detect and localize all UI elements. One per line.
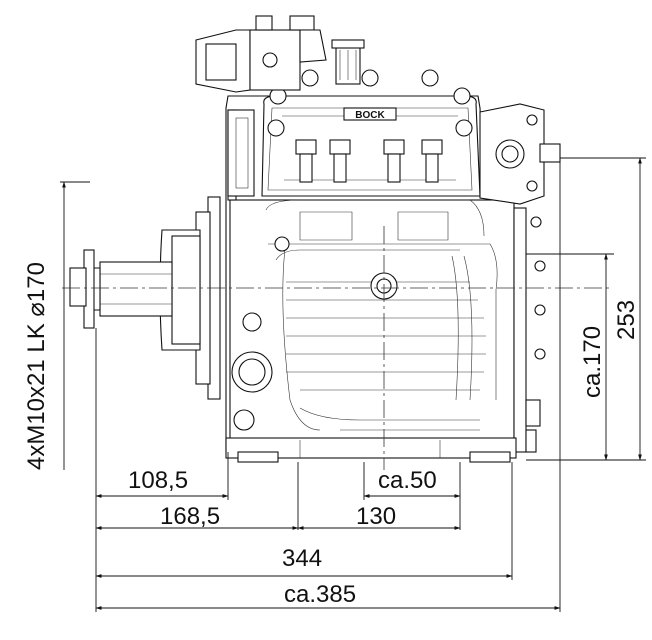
shaft-flange [69, 196, 221, 400]
suction-valve [195, 15, 327, 93]
dimension-labels: 108,5 ca.50 168,5 130 344 ca.385 4xM10x2… [23, 262, 640, 608]
dimension-lines [62, 157, 642, 610]
flange-spec-label: 4xM10x21 LK ⌀170 [23, 262, 50, 470]
dim-ca385-label: ca.385 [284, 581, 356, 608]
terminal-box [227, 109, 255, 197]
head-bolts-lower [295, 139, 443, 183]
head-bolts-top [269, 69, 471, 105]
dim-344-label: 344 [282, 545, 322, 572]
dim-130-label: 130 [356, 503, 396, 530]
dim-ca170-label: ca.170 [579, 326, 606, 398]
center-lines [62, 226, 612, 470]
brand-label: BOCK [355, 110, 385, 121]
extension-lines [60, 157, 646, 612]
cylinder-head: BOCK [227, 39, 481, 201]
dim-253-label: 253 [613, 300, 640, 340]
dim-108-5-label: 108,5 [128, 467, 188, 494]
compressor-drawing: BOCK [69, 15, 561, 463]
dim-ca50-label: ca.50 [378, 467, 437, 494]
head-bolts-middle [267, 119, 473, 137]
dim-168-5-label: 168,5 [160, 503, 220, 530]
discharge-valve [479, 103, 561, 205]
